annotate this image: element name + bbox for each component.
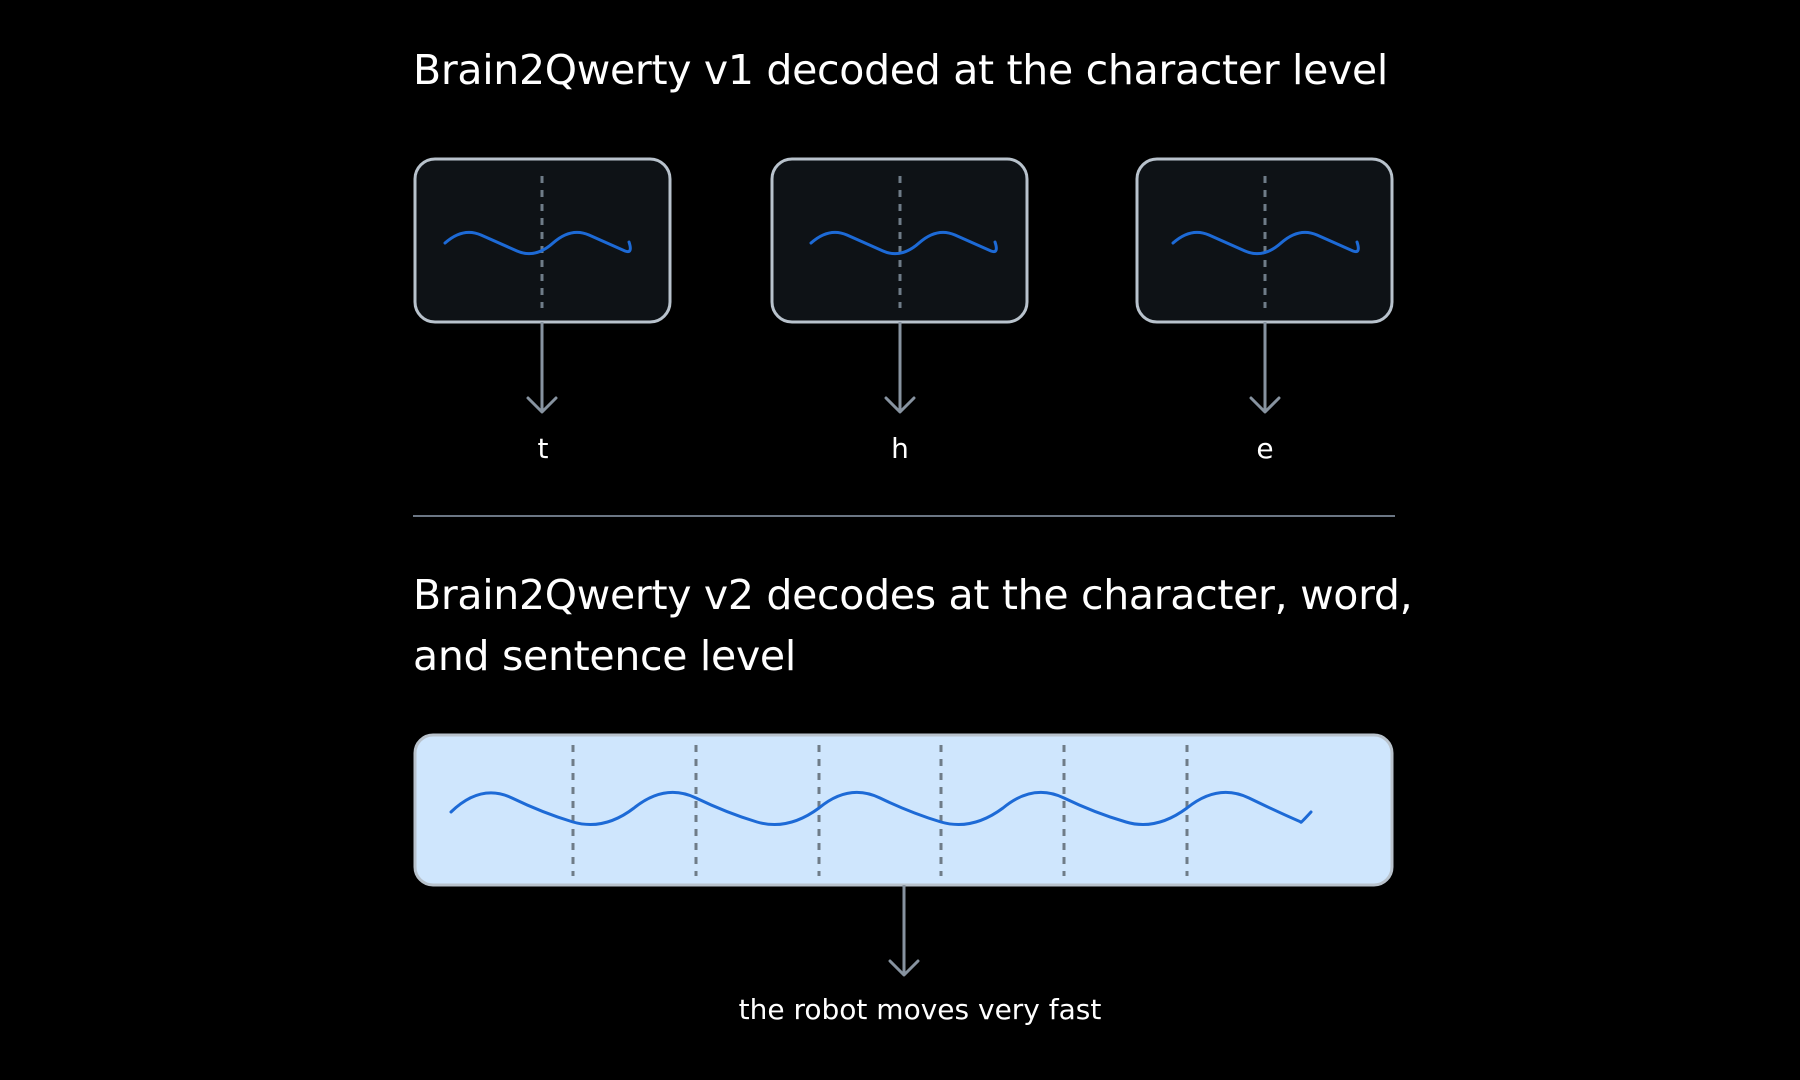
char-output-e: e xyxy=(1256,432,1274,465)
char-output-h: h xyxy=(891,432,909,465)
arrow-down-icon xyxy=(888,885,920,977)
wave-icon xyxy=(443,230,632,256)
v1-box-t xyxy=(413,157,672,324)
arrow-down-icon xyxy=(884,322,916,414)
v1-heading: Brain2Qwerty v1 decoded at the character… xyxy=(413,46,1389,94)
wave-icon xyxy=(1171,230,1360,256)
wave-icon xyxy=(809,230,998,256)
v1-box-e xyxy=(1135,157,1394,324)
sentence-output: the robot moves very fast xyxy=(738,993,1102,1026)
v2-heading: Brain2Qwerty v2 decodes at the character… xyxy=(413,571,1413,680)
arrow-down-icon xyxy=(1249,322,1281,414)
v1-box-h xyxy=(770,157,1029,324)
v2-signal-box xyxy=(413,733,1394,887)
wave-icon xyxy=(449,790,1313,826)
char-output-t: t xyxy=(537,432,549,465)
arrow-down-icon xyxy=(526,322,558,414)
